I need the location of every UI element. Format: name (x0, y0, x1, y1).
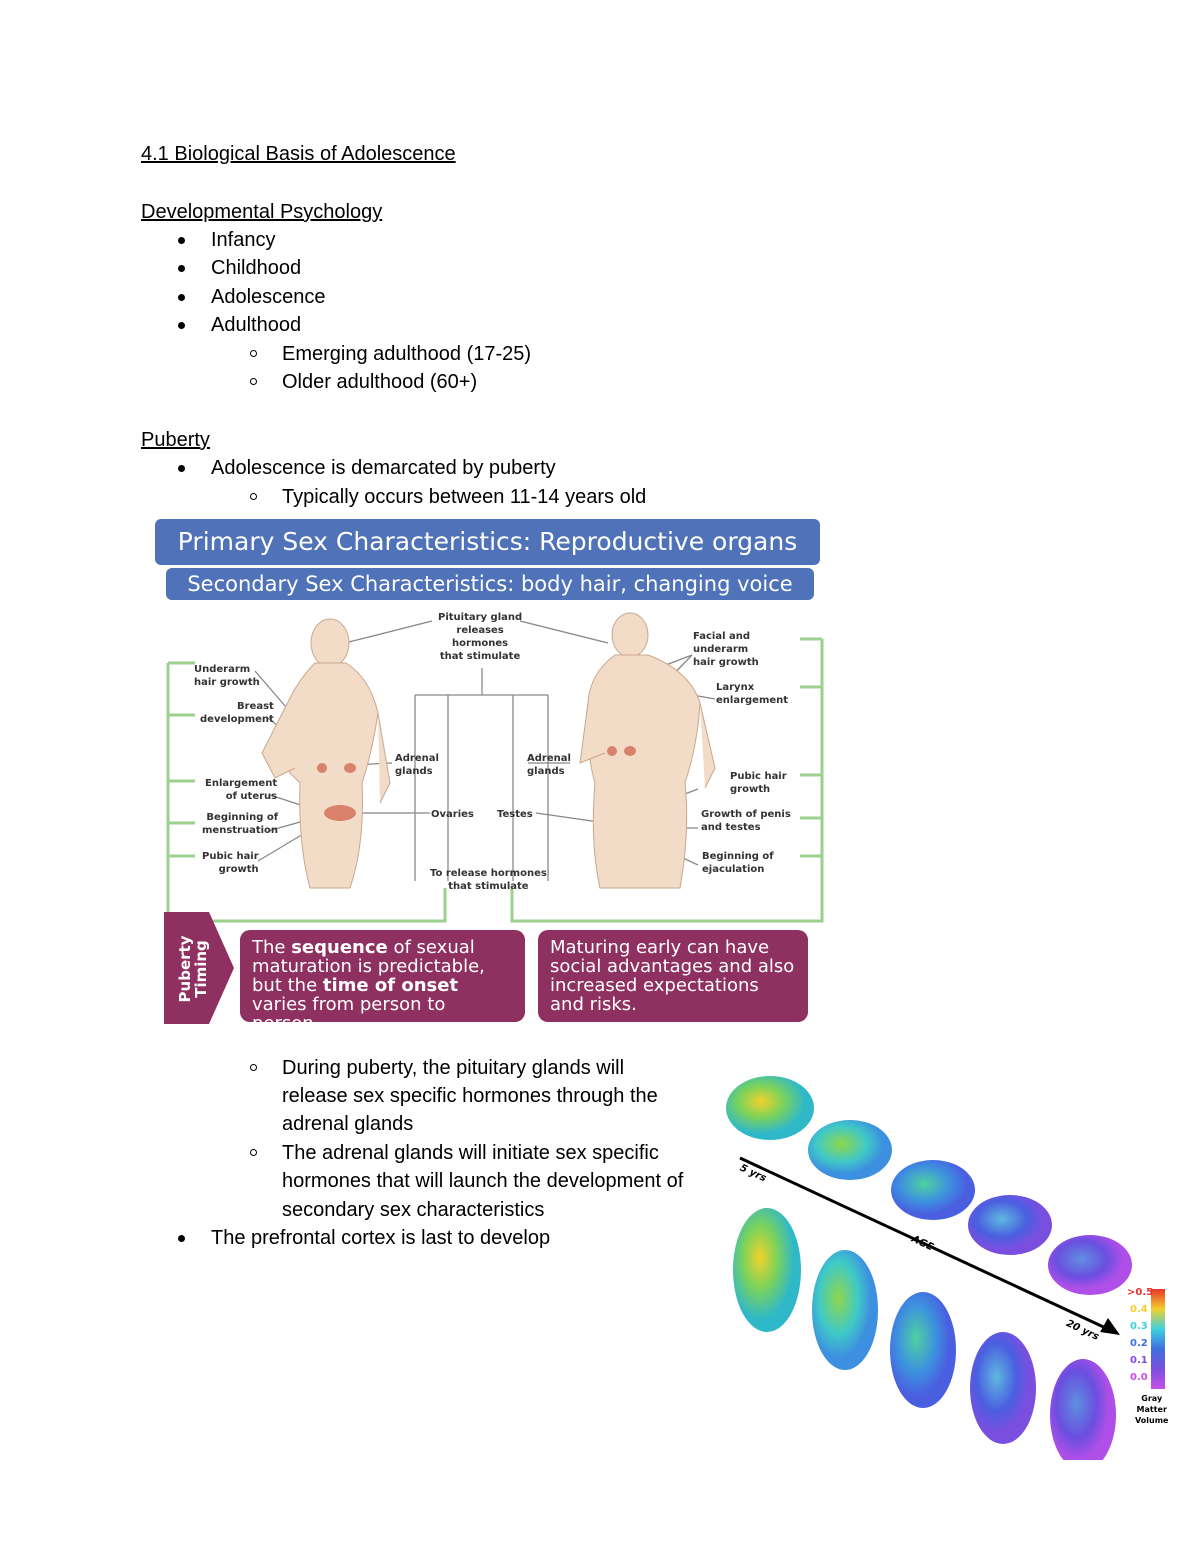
label-testes: Testes (497, 809, 533, 820)
legend-value: 0.0 (1130, 1372, 1148, 1383)
sub-list-item-line: The adrenal glands will initiate sex spe… (282, 1142, 659, 1164)
primary-characteristics-banner: Primary Sex Characteristics: Reproductiv… (155, 519, 820, 565)
bullet-icon (178, 237, 185, 244)
bullet-icon (178, 294, 185, 301)
label-ovaries: Ovaries (431, 809, 474, 820)
list-item: Adolescence (211, 286, 326, 308)
text-run-bold: time of onset (322, 975, 459, 996)
brain-images (726, 1076, 1132, 1460)
list-item: The prefrontal cortex is last to develop (211, 1227, 551, 1249)
bullet-icon (178, 465, 185, 472)
label-release-hormones: To release hormones that stimulate (430, 868, 547, 892)
text-run: of sexual maturation is predictable, but… (252, 937, 485, 996)
bullet-icon (178, 322, 185, 329)
label-adrenal-female: Adrenal glands (395, 753, 439, 777)
brain-development-figure: 5 yrs AGE 20 yrs >0.5 0.4 0.3 0.2 0.1 0.… (725, 1070, 1185, 1460)
diagram-lines (166, 612, 824, 923)
sub-list-item-line: adrenal glands (282, 1113, 414, 1135)
brain-lateral-3 (891, 1160, 975, 1220)
legend-title: Gray Matter Volume (1135, 1394, 1169, 1425)
timing-box-early-maturing: Maturing early can have social advantage… (538, 930, 808, 1022)
age-arrow-head-icon (1100, 1318, 1120, 1335)
brain-top-1 (733, 1208, 801, 1332)
age-arrow-line (739, 1156, 1111, 1332)
sub-list-item-line: release sex specific hormones through th… (282, 1085, 658, 1107)
sub-list-item: Older adulthood (60+) (282, 371, 478, 393)
section-heading-puberty: Puberty (141, 429, 210, 451)
legend-value: 0.1 (1130, 1355, 1148, 1366)
puberty-timing-label: Puberty Timing (176, 935, 210, 1003)
sub-list-item-line: hormones that will launch the developmen… (282, 1170, 684, 1192)
puberty-timing-tab: Puberty Timing (164, 912, 234, 1024)
text-run-bold: sequence (291, 937, 388, 958)
sub-bullet-icon (250, 1149, 257, 1156)
legend-value: 0.4 (1130, 1304, 1148, 1315)
label-pubic-hair-male: Pubic hair growth (730, 771, 787, 795)
brain-lateral-1 (726, 1076, 814, 1140)
brain-top-3 (890, 1292, 956, 1408)
tab-arrow-shape (164, 912, 234, 1024)
bullet-icon (178, 265, 185, 272)
secondary-characteristics-banner: Secondary Sex Characteristics: body hair… (166, 568, 814, 600)
label-penis-testes: Growth of penis and testes (701, 809, 791, 833)
label-pubic-hair-female: Pubic hair growth (202, 851, 259, 875)
gray-matter-legend: >0.5 0.4 0.3 0.2 0.1 0.0 Gray Matter Vol… (1125, 1285, 1185, 1455)
label-adrenal-male: Adrenal glands (527, 753, 571, 777)
list-item: Infancy (211, 229, 276, 251)
sub-bullet-icon (250, 350, 257, 357)
sub-bullet-icon (250, 378, 257, 385)
sub-list-item: Emerging adulthood (17-25) (282, 343, 532, 365)
text-run: varies from person to person. (252, 994, 446, 1034)
label-uterus: Enlargement of uterus (205, 778, 278, 802)
sub-list-item-line: During puberty, the pituitary glands wil… (282, 1057, 625, 1079)
label-pituitary: Pituitary gland releases hormones that s… (438, 612, 523, 662)
legend-value: >0.5 (1127, 1287, 1154, 1298)
timing-box-sequence: The sequence of sexual maturation is pre… (240, 930, 525, 1033)
page-title: 4.1 Biological Basis of Adolescence (141, 143, 456, 165)
brain-lateral-4 (968, 1195, 1052, 1255)
section-heading-developmental: Developmental Psychology (141, 201, 383, 223)
legend-value: 0.2 (1130, 1338, 1148, 1349)
bullet-icon (178, 1235, 185, 1242)
brain-lateral-5 (1048, 1235, 1132, 1295)
label-underarm: Underarm hair growth (194, 664, 260, 688)
legend-color-bar (1151, 1289, 1165, 1389)
brain-lateral-2 (808, 1120, 892, 1180)
label-larynx: Larynx enlargement (716, 682, 789, 706)
brain-top-5 (1050, 1359, 1116, 1460)
brain-top-4 (970, 1332, 1036, 1444)
label-breast: Breast development (200, 701, 274, 725)
brain-top-2 (812, 1250, 878, 1370)
puberty-figure: Primary Sex Characteristics: Reproductiv… (150, 515, 830, 1033)
label-facial-hair: Facial and underarm hair growth (693, 631, 759, 668)
list-item: Childhood (211, 257, 302, 279)
sub-bullet-icon (250, 1064, 257, 1071)
list-item: Adulthood (211, 314, 302, 336)
sub-list-item-line: secondary sex characteristics (282, 1199, 545, 1221)
sub-bullet-icon (250, 493, 257, 500)
text-run: The (252, 937, 292, 958)
legend-value: 0.3 (1130, 1321, 1148, 1332)
label-ejaculation: Beginning of ejaculation (702, 851, 774, 875)
sub-list-item: Typically occurs between 11-14 years old (282, 486, 647, 508)
list-item: Adolescence is demarcated by puberty (211, 457, 556, 479)
label-menstruation: Beginning of menstruation (202, 812, 279, 836)
